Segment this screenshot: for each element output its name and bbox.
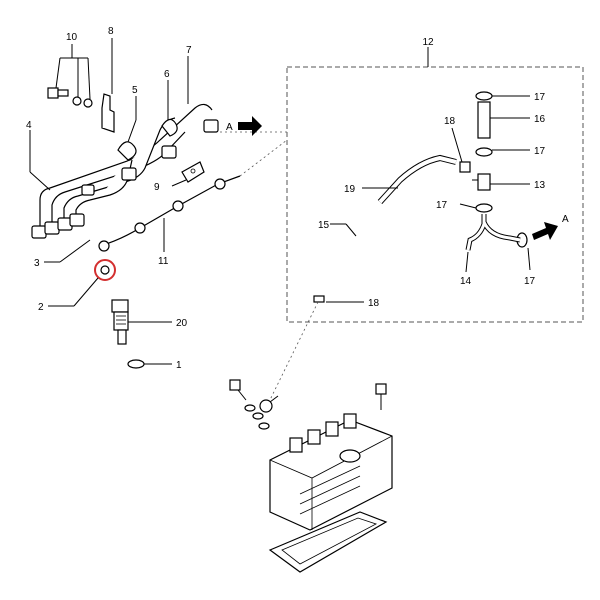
callout-18a: 18 (444, 116, 456, 127)
callout-11: 11 (158, 256, 169, 267)
part-18-clamp-lower (313, 295, 325, 303)
callout-3: 3 (34, 258, 40, 269)
callout-16: 16 (534, 114, 546, 125)
part-17-clip-c (475, 203, 493, 213)
injection-pipes (31, 103, 219, 239)
part-17-clip-b (475, 147, 493, 157)
callout-1: 1 (176, 360, 182, 371)
arrow-a-right: A (532, 214, 569, 240)
arrow-a-left: A (226, 116, 262, 136)
callout-9: 9 (154, 182, 160, 193)
callout-17d: 17 (524, 276, 536, 287)
callout-6: 6 (164, 69, 170, 80)
callout-13: 13 (534, 180, 546, 191)
part-1-washer (127, 359, 145, 369)
assembly-12-box (286, 66, 584, 323)
part-2-highlight (94, 259, 116, 281)
part-17-clip-a (475, 91, 493, 101)
callout-14: 14 (460, 276, 472, 287)
callout-17c: 17 (436, 200, 448, 211)
part-11-leak-off-pipe (98, 175, 241, 252)
part-18-clamp-upper (459, 161, 471, 173)
callout-4: 4 (26, 120, 32, 131)
pump-bolts (229, 379, 387, 430)
part-10-bolt (47, 87, 93, 108)
pump-gasket (268, 511, 388, 573)
part-20-nozzle (111, 299, 129, 345)
callout-7: 7 (186, 45, 192, 56)
callout-5: 5 (132, 85, 138, 96)
part-16-hose (477, 101, 491, 139)
part-9-clamp (181, 161, 205, 183)
part-19-hose (377, 154, 457, 205)
callout-19: 19 (344, 184, 356, 195)
callout-17a: 17 (534, 92, 546, 103)
callout-20: 20 (176, 318, 188, 329)
callout-10: 10 (66, 32, 78, 43)
arrow-label-a-right: A (562, 214, 569, 225)
callout-2: 2 (38, 302, 44, 313)
callout-8: 8 (108, 26, 114, 37)
callout-17b: 17 (534, 146, 546, 157)
part-8-bracket (101, 93, 115, 133)
callout-12: 12 (422, 37, 434, 48)
callout-18b: 18 (368, 298, 380, 309)
part-15-hose (316, 200, 382, 298)
part-13-joint (472, 173, 491, 191)
arrow-label-a-left: A (226, 122, 233, 133)
callout-15: 15 (318, 220, 330, 231)
injection-pump (269, 413, 393, 531)
